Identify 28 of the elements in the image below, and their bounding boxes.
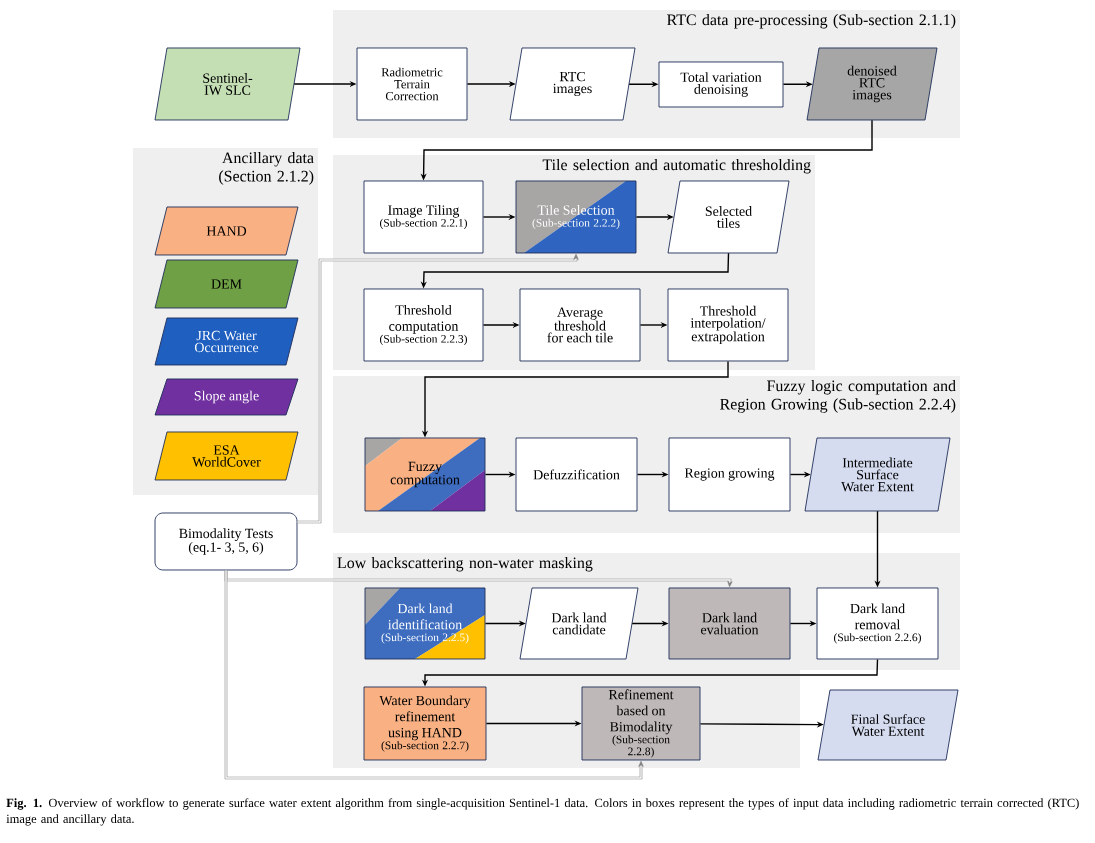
process-box: Dark land evaluation xyxy=(668,587,791,660)
arrow xyxy=(224,569,644,780)
process-box: Average threshold for each tile xyxy=(519,288,641,362)
data-parallelogram: JRC Water Occurrence xyxy=(154,317,299,366)
process-box: Water Boundary refinement using HAND (Sub-section 2.2.7) xyxy=(363,686,487,761)
data-parallelogram: Final Surface Water Extent xyxy=(817,689,959,761)
data-parallelogram: HAND xyxy=(154,206,299,256)
data-parallelogram: Slope angle xyxy=(154,378,299,416)
data-parallelogram: denoised RTC images xyxy=(806,47,938,121)
data-parallelogram: RTC images xyxy=(509,47,636,121)
arrow xyxy=(296,253,579,524)
process-box: Image Tiling (Sub-section 2.2.1) xyxy=(363,180,484,254)
process-box: Total variation denoising xyxy=(658,61,784,108)
data-parallelogram: Dark land candidate xyxy=(519,587,639,660)
rounded-box: Bimodality Tests (eq.1- 3, 5, 6) xyxy=(154,512,298,571)
process-box: Refinement based on Bimodality (Sub-section 2.2.8) xyxy=(581,686,701,761)
process-box: Threshold interpolation/ extrapolation xyxy=(667,288,789,362)
data-parallelogram: DEM xyxy=(154,259,299,309)
caption: Fig. 1. Overview of workflow to generate surface water extent algorithm from single-acquisition Sentinel-1 data. Colors in boxes represent the types of input data including radiometric terrain corrected (RTC) image and ancillary data. xyxy=(6,798,1079,826)
data-parallelogram: ESA WorldCover xyxy=(154,431,299,481)
process-box: Defuzzification xyxy=(515,437,638,512)
process-box: Threshold computation (Sub-section 2.2.3) xyxy=(363,288,484,362)
data-parallelogram: Selected tiles xyxy=(667,180,790,254)
process-box: Dark land removal (Sub-section 2.2.6) xyxy=(816,587,939,660)
process-box: Region growing xyxy=(668,437,791,512)
process-box: Radiometric Terrain Correction xyxy=(356,47,468,121)
data-parallelogram: Sentinel- IW SLC xyxy=(154,47,301,121)
data-parallelogram: Intermediate Surface Water Extent xyxy=(804,437,951,512)
